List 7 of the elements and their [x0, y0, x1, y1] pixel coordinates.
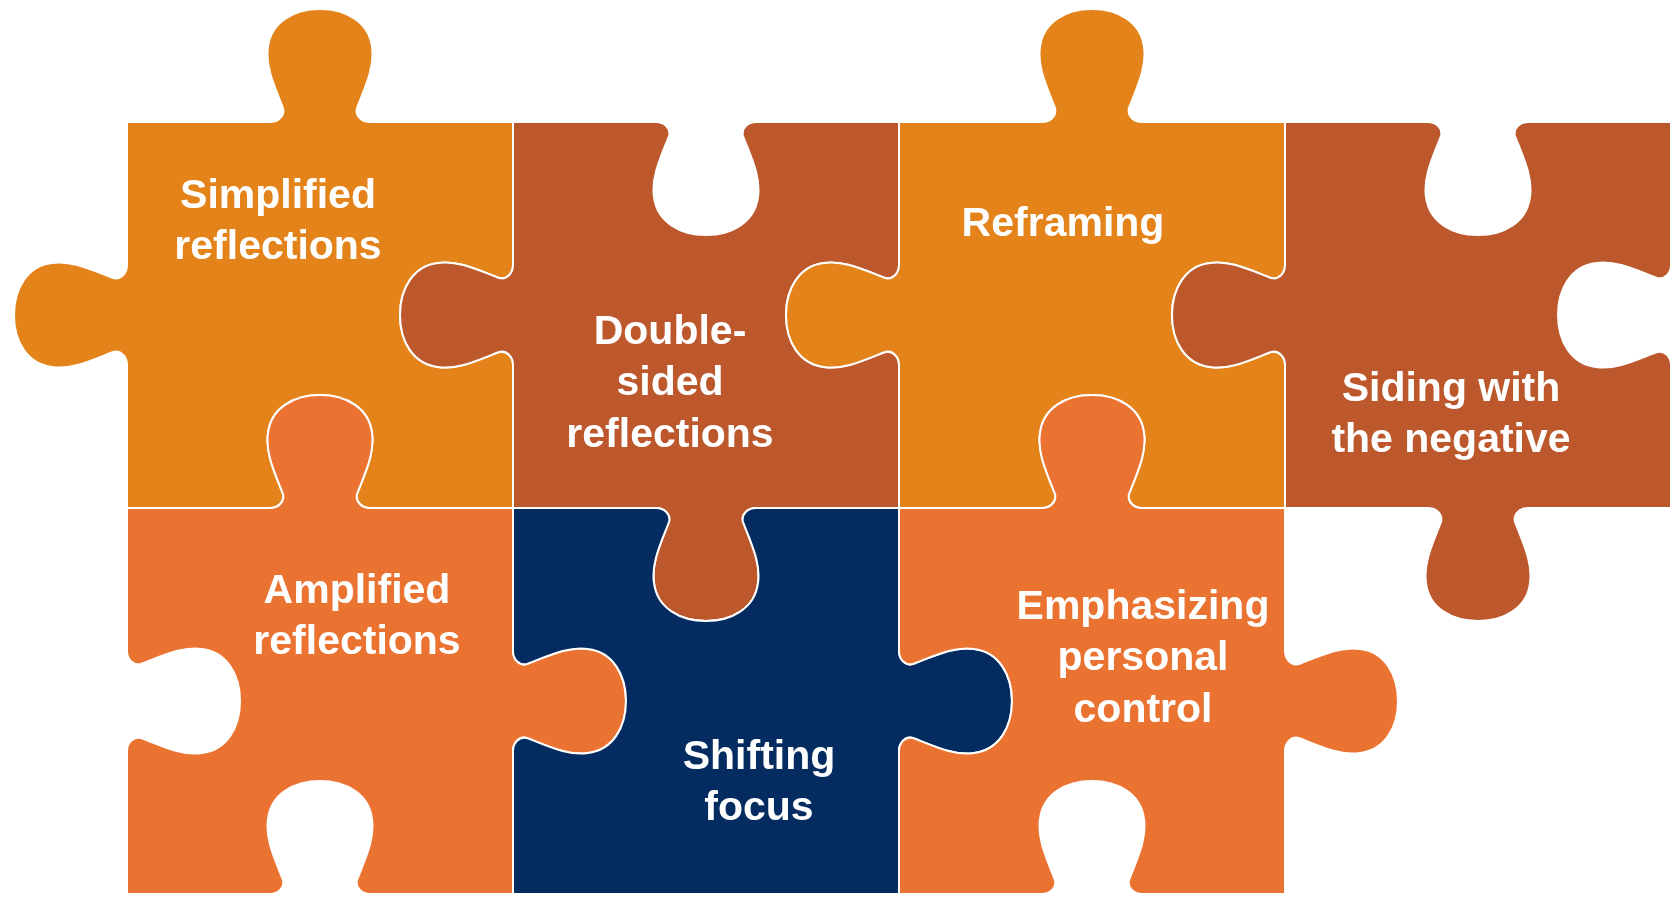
piece-label: Siding with the negative — [1330, 362, 1572, 463]
piece-label: Amplified reflections — [252, 564, 462, 665]
piece-label: Emphasizing personal control — [1015, 581, 1271, 733]
piece-label: Reframing — [960, 198, 1166, 248]
piece-label: Double-sided reflections — [565, 306, 775, 458]
piece-label: Shifting focus — [681, 730, 837, 831]
piece-label: Simplified reflections — [173, 169, 383, 270]
